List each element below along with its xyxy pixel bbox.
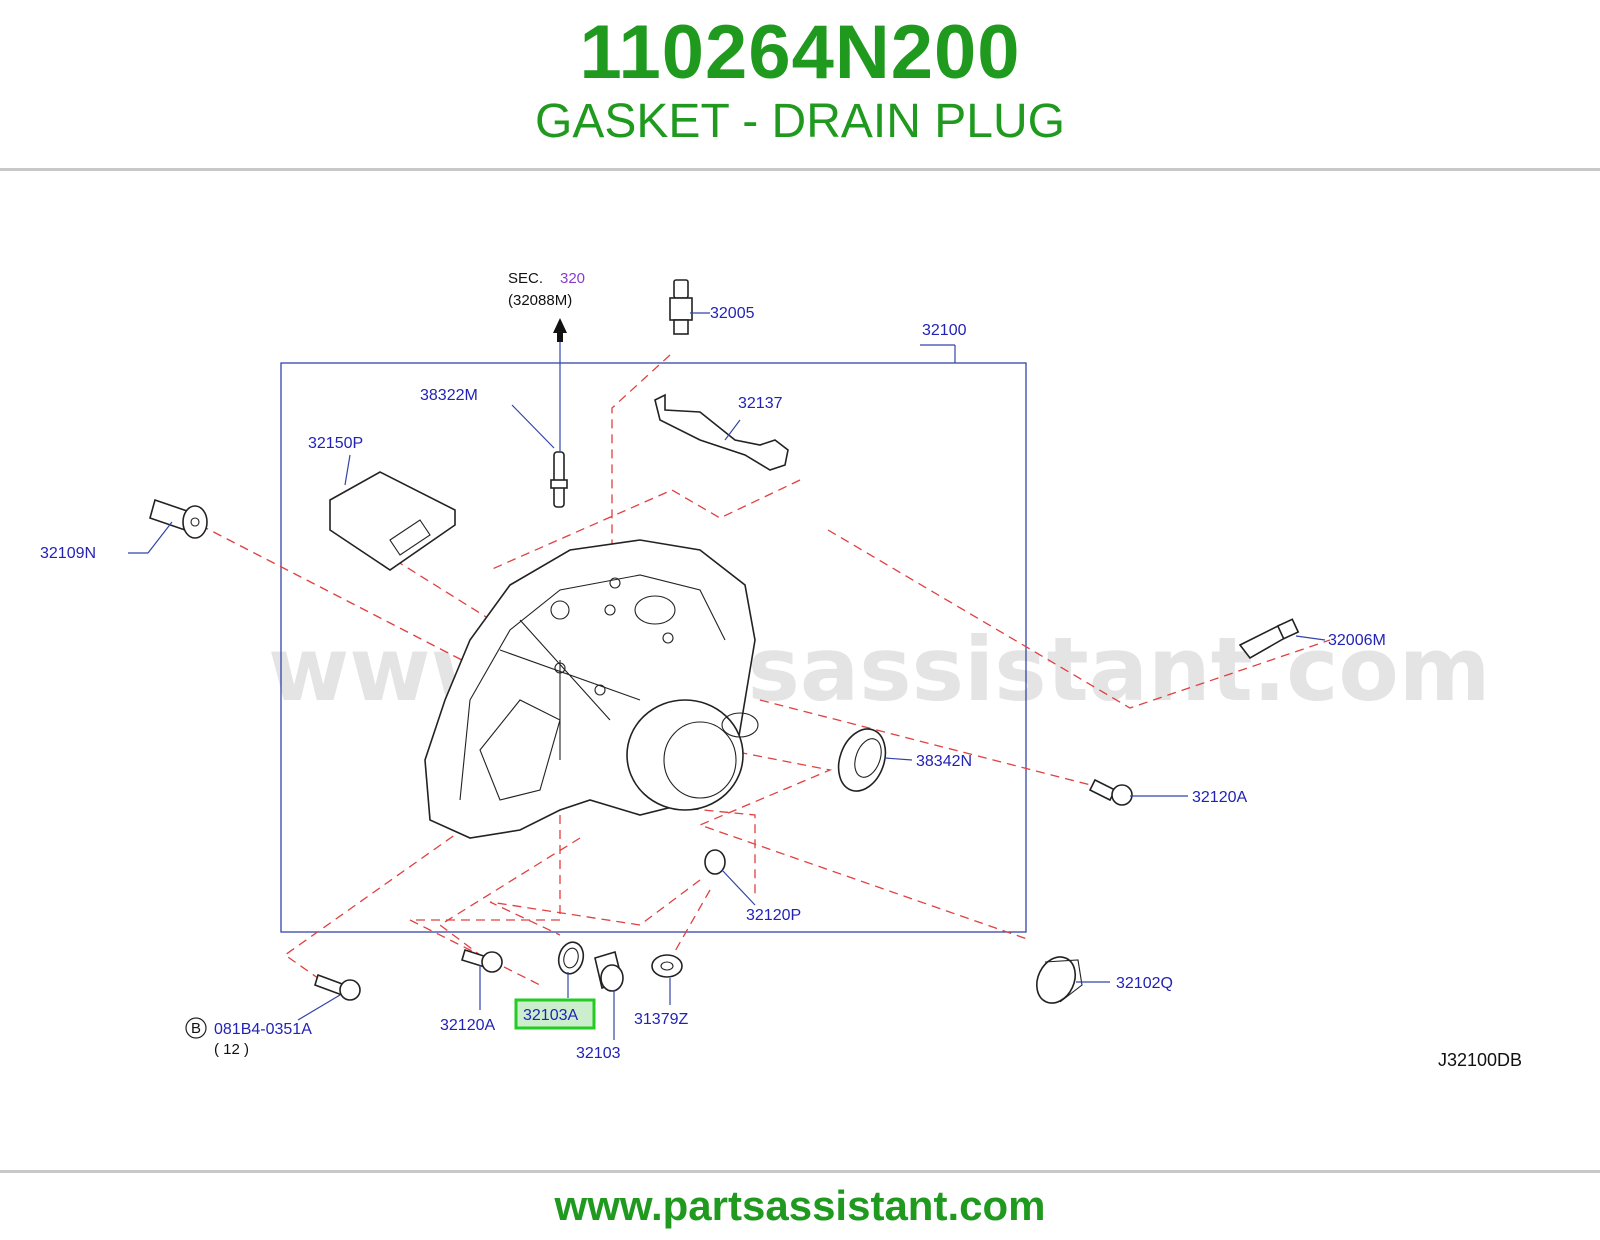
part-32103-drain-plug <box>594 950 624 992</box>
label-38342n[interactable]: 38342N <box>916 753 972 770</box>
sec-prefix: SEC. <box>508 270 543 287</box>
ref-circle-b-letter: B <box>191 1020 201 1037</box>
part-name-subtitle: GASKET - DRAIN PLUG <box>535 95 1065 148</box>
label-32109n[interactable]: 32109N <box>40 545 96 562</box>
part-32103a-gasket <box>557 941 585 975</box>
label-32005[interactable]: 32005 <box>710 305 755 322</box>
part-38322m-pin <box>550 451 568 508</box>
label-32100[interactable]: 32100 <box>922 322 967 339</box>
part-38342n-seal <box>837 728 887 792</box>
ref-b-qty: ( 12 ) <box>214 1041 249 1058</box>
leader-lines <box>128 312 1326 1040</box>
sec-sub-ref: (32088M) <box>508 292 572 309</box>
part-32120a-bolt-bottom <box>461 948 503 973</box>
ref-circle-b <box>185 1017 207 1039</box>
part-32120a-bolt-right <box>1088 778 1133 806</box>
part-081b4-bolt <box>314 973 361 1001</box>
footer-site-link[interactable]: www.partsassistant.com <box>554 1182 1046 1229</box>
label-32103a[interactable]: 32103A <box>523 1007 578 1024</box>
part-32102q-seal <box>1035 956 1083 1004</box>
sec-number-link[interactable]: 320 <box>560 270 585 287</box>
label-38322m[interactable]: 38322M <box>420 387 478 404</box>
part-32120p-plug <box>704 849 726 875</box>
highlight-box <box>514 998 596 1030</box>
part-32150p-plate <box>329 471 456 571</box>
label-32102q[interactable]: 32102Q <box>1116 975 1173 992</box>
part-31379z-washer <box>651 954 683 978</box>
header: 110264N200 GASKET - DRAIN PLUG <box>0 0 1600 168</box>
label-32006m[interactable]: 32006M <box>1328 632 1386 649</box>
part-32006m-switch <box>1238 618 1300 660</box>
transmission-case-drawing <box>424 539 759 839</box>
footer-divider <box>0 1170 1600 1173</box>
header-divider <box>0 168 1600 171</box>
label-081b4-0351a[interactable]: 081B4-0351A <box>214 1021 312 1038</box>
label-32103[interactable]: 32103 <box>576 1045 621 1062</box>
part-32137-bracket <box>654 393 789 471</box>
part-32005-sensor <box>669 279 693 335</box>
label-32150p[interactable]: 32150P <box>308 435 363 452</box>
assembly-frame <box>280 362 1027 933</box>
label-31379z[interactable]: 31379Z <box>634 1011 688 1028</box>
up-arrow-icon <box>553 318 567 333</box>
label-32120p[interactable]: 32120P <box>746 907 801 924</box>
part-number-title: 110264N200 <box>579 10 1021 95</box>
label-32120a-right[interactable]: 32120A <box>1192 789 1247 806</box>
part-32109n-plug <box>149 498 208 539</box>
label-32120a-bottom[interactable]: 32120A <box>440 1017 495 1034</box>
parts-diagram: www.partsassistant.com <box>40 270 1522 1070</box>
diagram-code: J32100DB <box>1438 1050 1522 1070</box>
label-32137[interactable]: 32137 <box>738 395 783 412</box>
